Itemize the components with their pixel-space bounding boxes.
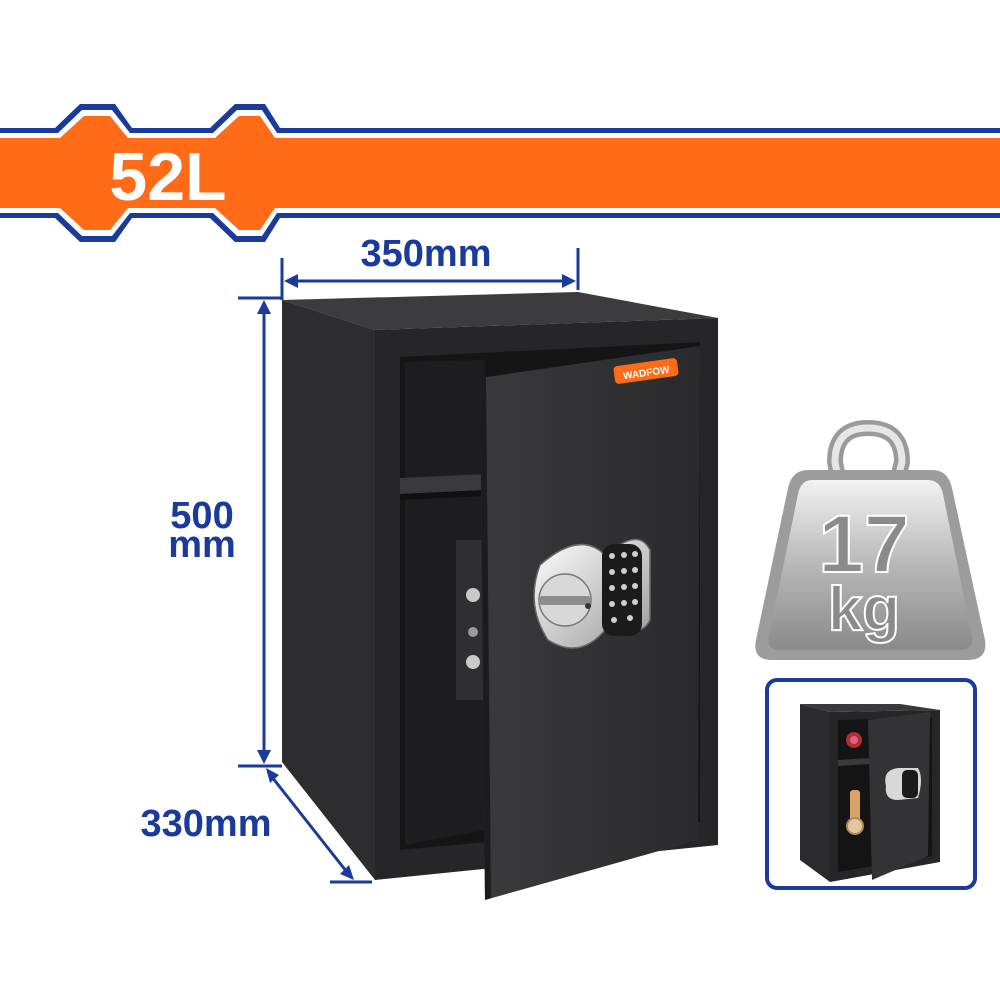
safe-main: WADFOW [282, 292, 718, 900]
dimension-lines [238, 248, 580, 884]
capacity-banner: 52L [0, 104, 1000, 242]
width-dimension-label: 350mm [361, 233, 492, 275]
inset-photo [765, 678, 977, 890]
weight-icon: 17 kg [755, 419, 986, 660]
weight-value: 17 [818, 499, 909, 590]
height-dimension-unit: mm [168, 524, 236, 566]
capacity-label: 52L [109, 139, 226, 215]
weight-unit: kg [828, 575, 900, 644]
wadfow-logo [613, 358, 679, 384]
height-dimension-value: 500 [170, 495, 233, 537]
depth-dimension-label: 330mm [141, 803, 272, 845]
keypad-lock [533, 538, 651, 649]
